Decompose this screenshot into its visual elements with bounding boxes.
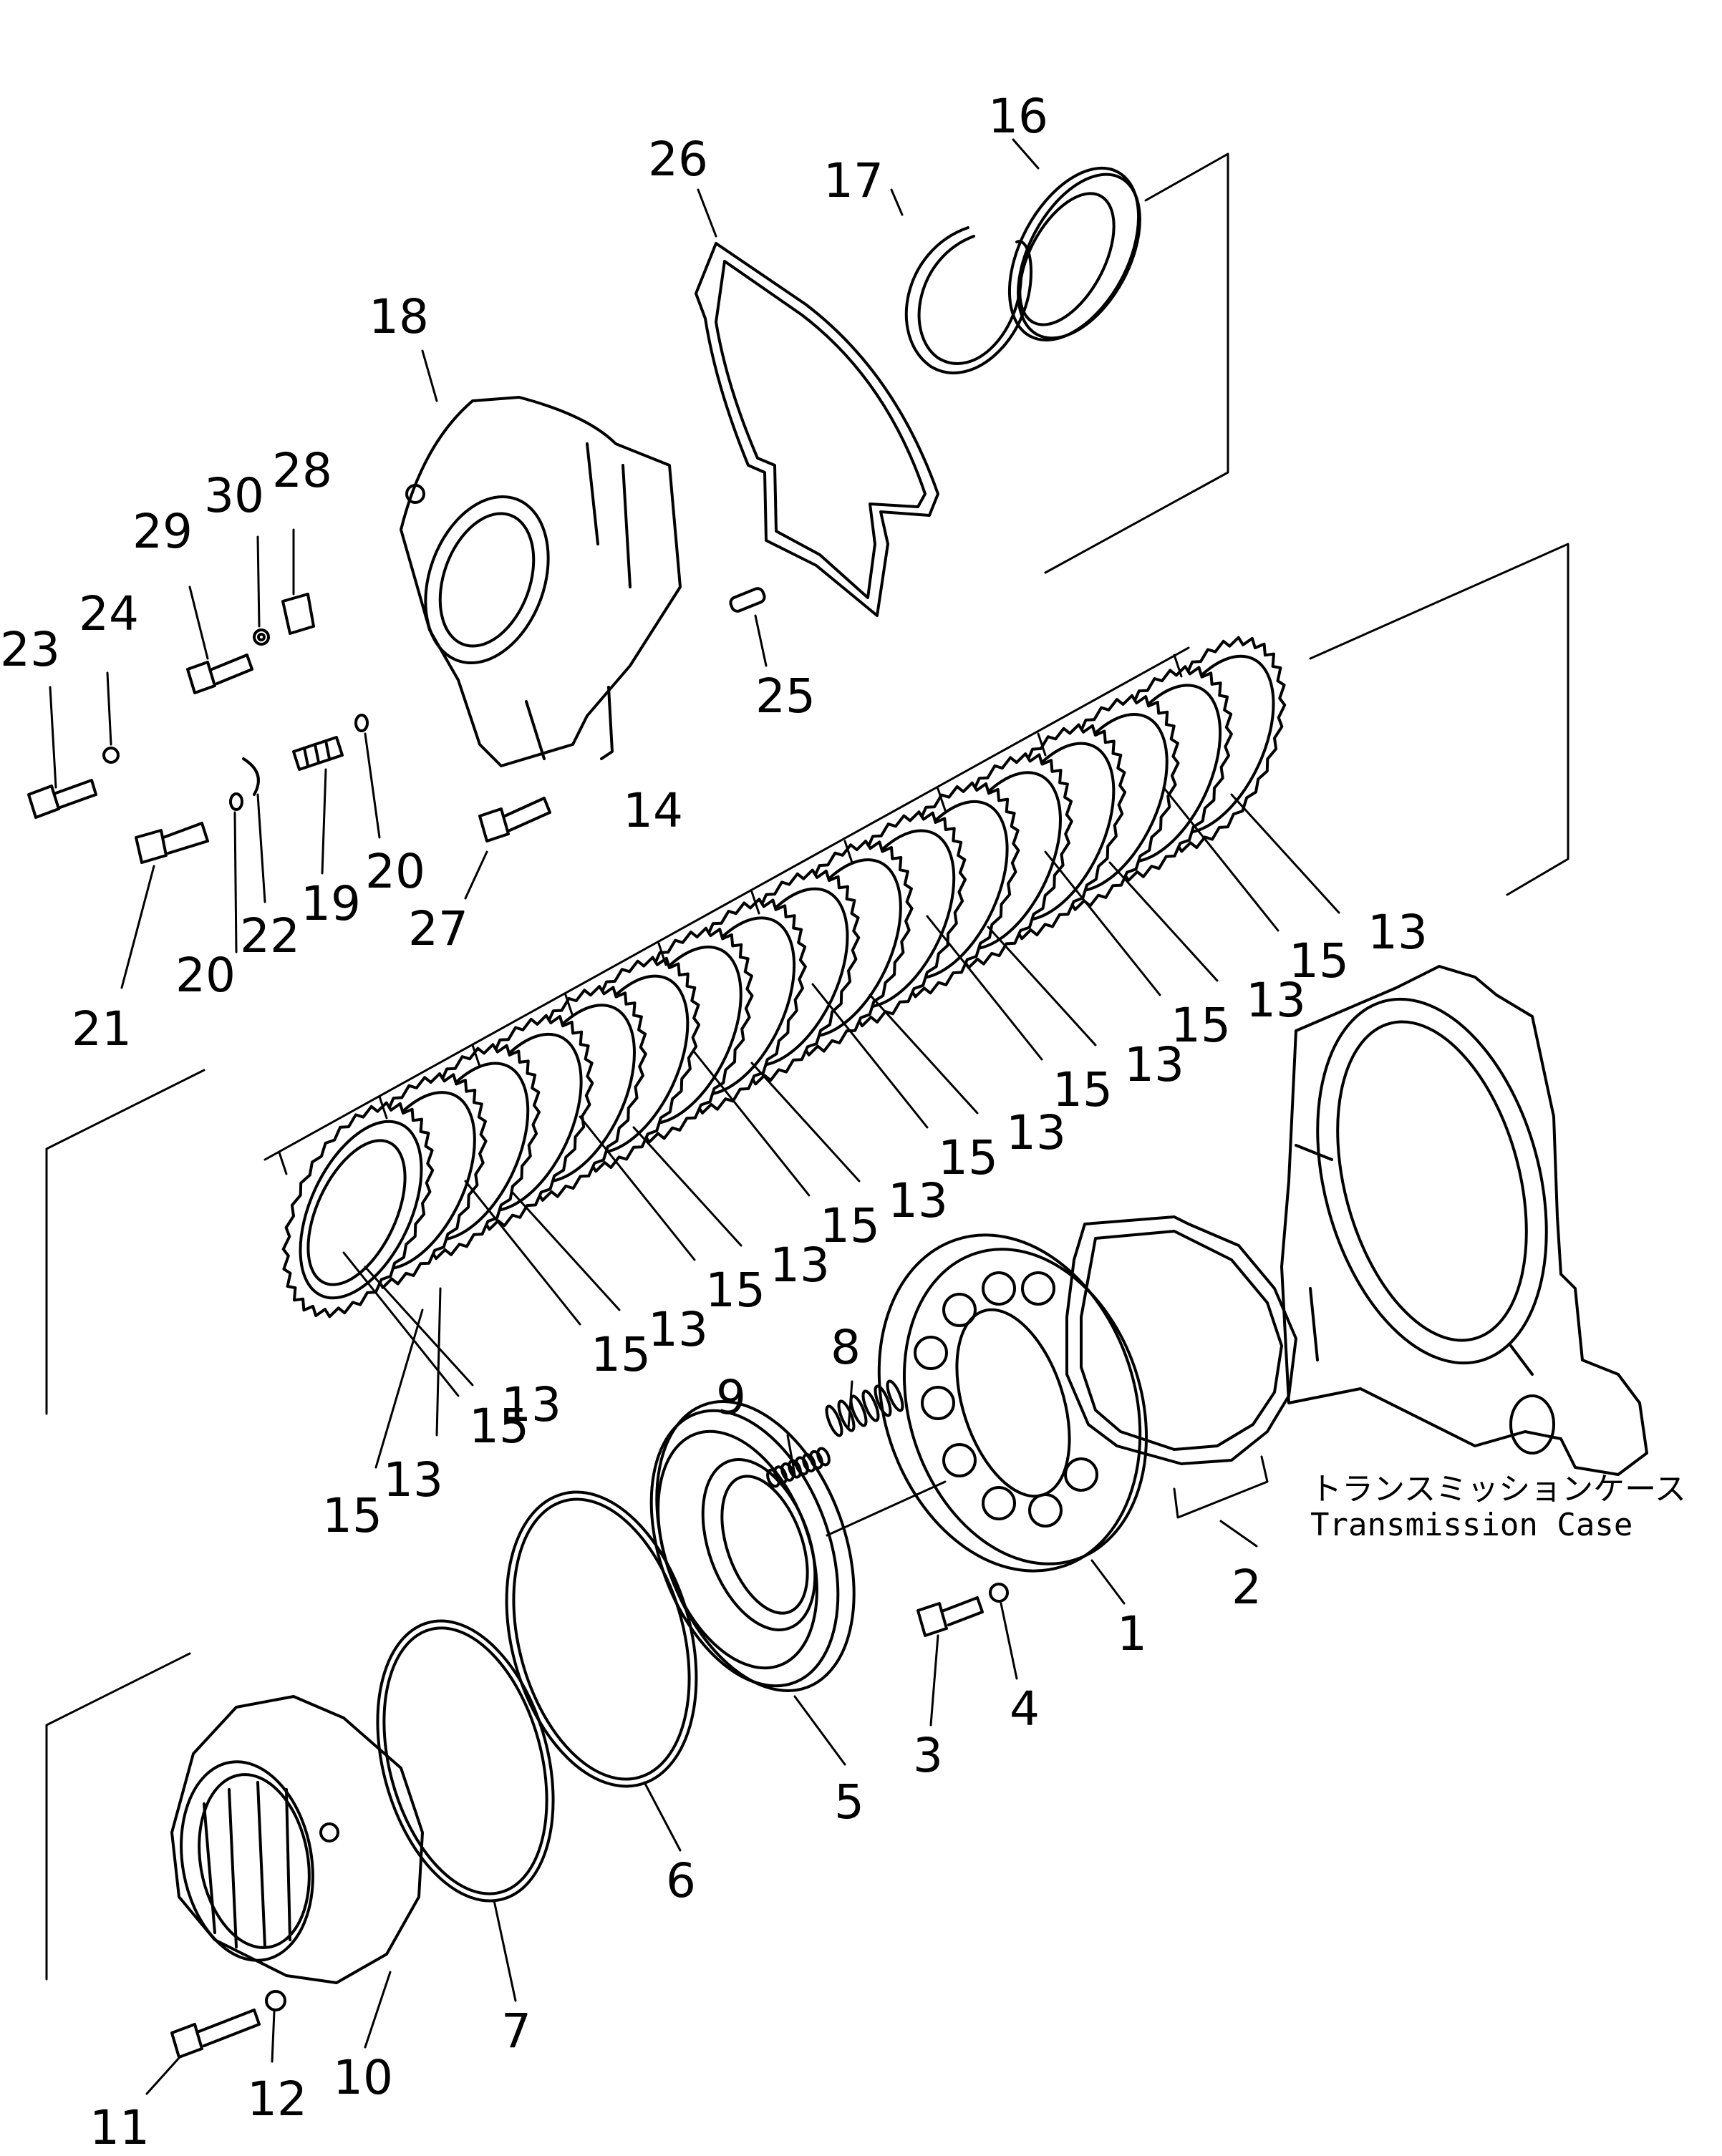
part-7-seal <box>376 1619 555 1903</box>
label-23: 23 <box>0 622 60 677</box>
label-20-right: 20 <box>365 844 425 899</box>
label-5: 5 <box>834 1774 864 1830</box>
label-15: 15 <box>820 1198 880 1253</box>
label-17: 17 <box>823 153 884 208</box>
label-15: 15 <box>1289 933 1349 989</box>
transmission-case <box>1280 965 1648 1476</box>
label-15: 15 <box>1171 998 1231 1053</box>
label-29: 29 <box>132 504 193 559</box>
label-14: 14 <box>623 783 683 838</box>
label-2: 2 <box>1232 1560 1262 1615</box>
label-19: 19 <box>301 876 361 931</box>
label-30: 30 <box>204 468 264 523</box>
spring-8 <box>825 1379 904 1437</box>
label-28: 28 <box>272 443 332 498</box>
label-13: 13 <box>1124 1037 1184 1092</box>
part-16-bearing <box>1007 166 1141 342</box>
parts-19-to-24 <box>27 714 369 864</box>
label-25: 25 <box>755 669 816 724</box>
label-11: 11 <box>90 2100 150 2155</box>
label-10: 10 <box>333 2050 393 2105</box>
case-caption-en: Transmission Case <box>1310 1507 1632 1543</box>
label-6: 6 <box>666 1853 696 1908</box>
label-8: 8 <box>831 1320 861 1375</box>
label-15: 15 <box>705 1263 765 1318</box>
label-26: 26 <box>648 132 708 187</box>
label-12: 12 <box>247 2072 307 2127</box>
stack-bracket-14 <box>263 646 1190 1175</box>
label-13: 13 <box>770 1238 830 1293</box>
part-1-piston-housing <box>877 1233 1148 1573</box>
label-15: 15 <box>591 1327 651 1382</box>
label-13: 13 <box>501 1377 561 1432</box>
part-25-pin <box>729 587 766 613</box>
label-15: 15 <box>469 1399 529 1454</box>
label-13: 13 <box>383 1452 443 1507</box>
label-1: 1 <box>1117 1606 1147 1661</box>
label-22: 22 <box>240 908 300 963</box>
label-3: 3 <box>913 1728 943 1783</box>
label-13: 13 <box>888 1173 948 1228</box>
part-6-seal <box>505 1490 698 1788</box>
case-caption-jp: トランスミッションケース <box>1310 1471 1686 1507</box>
part-26-gasket <box>695 242 939 617</box>
label-18: 18 <box>369 289 429 344</box>
label-13: 13 <box>1368 905 1428 960</box>
part-labels: 16 17 26 18 28 30 29 24 23 25 14 20 19 2… <box>0 89 1262 2155</box>
frame-lines <box>45 152 1569 1981</box>
parts-13-15-disc-stack <box>281 636 1287 1319</box>
label-24: 24 <box>79 586 139 641</box>
label-13: 13 <box>1246 973 1306 1028</box>
part-2-gasket <box>1065 1215 1297 1519</box>
label-15: 15 <box>938 1130 998 1185</box>
label-20-left: 20 <box>175 948 236 1003</box>
part-17-snap-ring <box>904 226 1032 374</box>
parts-3-4 <box>916 1583 1009 1637</box>
label-21: 21 <box>72 1001 132 1057</box>
part-5-piston <box>649 1400 947 1692</box>
part-18-housing <box>400 396 682 767</box>
label-27: 27 <box>408 901 468 956</box>
parts-11-12 <box>170 1990 286 2059</box>
label-15: 15 <box>322 1488 382 1543</box>
case-caption: トランスミッションケース Transmission Case <box>1310 1471 1686 1543</box>
label-9: 9 <box>716 1370 746 1425</box>
part-27-bolt <box>478 797 551 843</box>
label-15: 15 <box>1053 1062 1113 1117</box>
label-4: 4 <box>1010 1681 1040 1737</box>
label-7: 7 <box>501 2004 531 2059</box>
disc-13 <box>281 1101 435 1319</box>
part-10-drum <box>170 1695 424 1984</box>
parts-28-29-30 <box>186 593 315 694</box>
parts-8-9-springs <box>766 1379 904 1488</box>
label-16: 16 <box>988 89 1048 144</box>
label-13: 13 <box>648 1302 708 1357</box>
stack-leader-lines <box>342 786 1340 1469</box>
leader-lines <box>49 138 1258 2095</box>
label-13: 13 <box>1006 1105 1066 1160</box>
